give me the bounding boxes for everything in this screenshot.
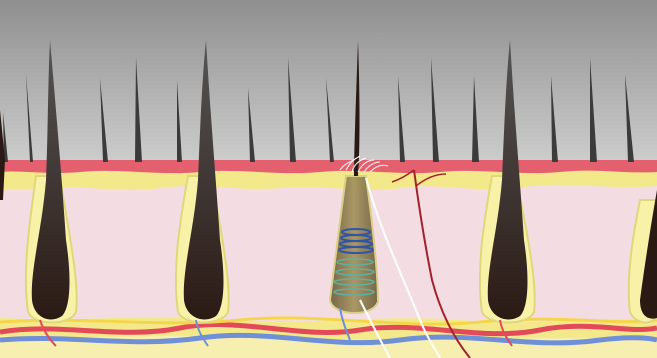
air-background [0, 0, 657, 168]
